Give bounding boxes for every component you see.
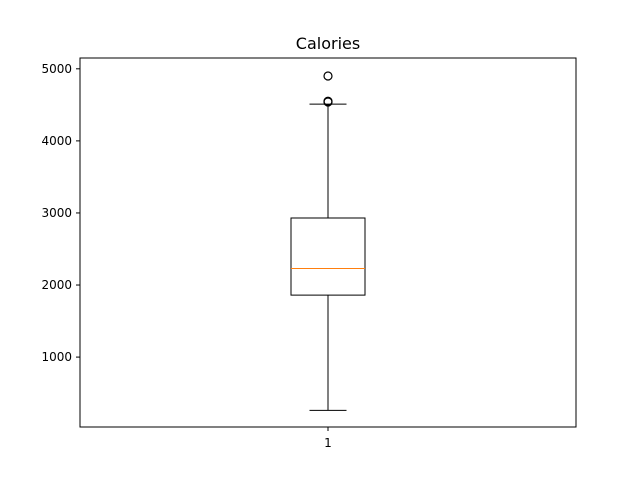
outlier-point: [323, 96, 333, 106]
axes-frame: [79, 57, 577, 428]
y-tick-label: 4000: [41, 134, 72, 148]
y-tick-label: 3000: [41, 206, 72, 220]
y-tick-label: 5000: [41, 62, 72, 76]
chart-title: Calories: [296, 34, 360, 53]
y-tick-label: 1000: [41, 350, 72, 364]
interquartile-box: [290, 217, 366, 296]
x-axis: 1: [324, 427, 332, 450]
plot-area: [290, 71, 366, 411]
y-tick-label: 2000: [41, 278, 72, 292]
x-tick-label: 1: [324, 436, 332, 450]
outlier-point: [323, 71, 333, 81]
y-axis: 1000 2000 3000 4000 5000: [41, 62, 80, 364]
